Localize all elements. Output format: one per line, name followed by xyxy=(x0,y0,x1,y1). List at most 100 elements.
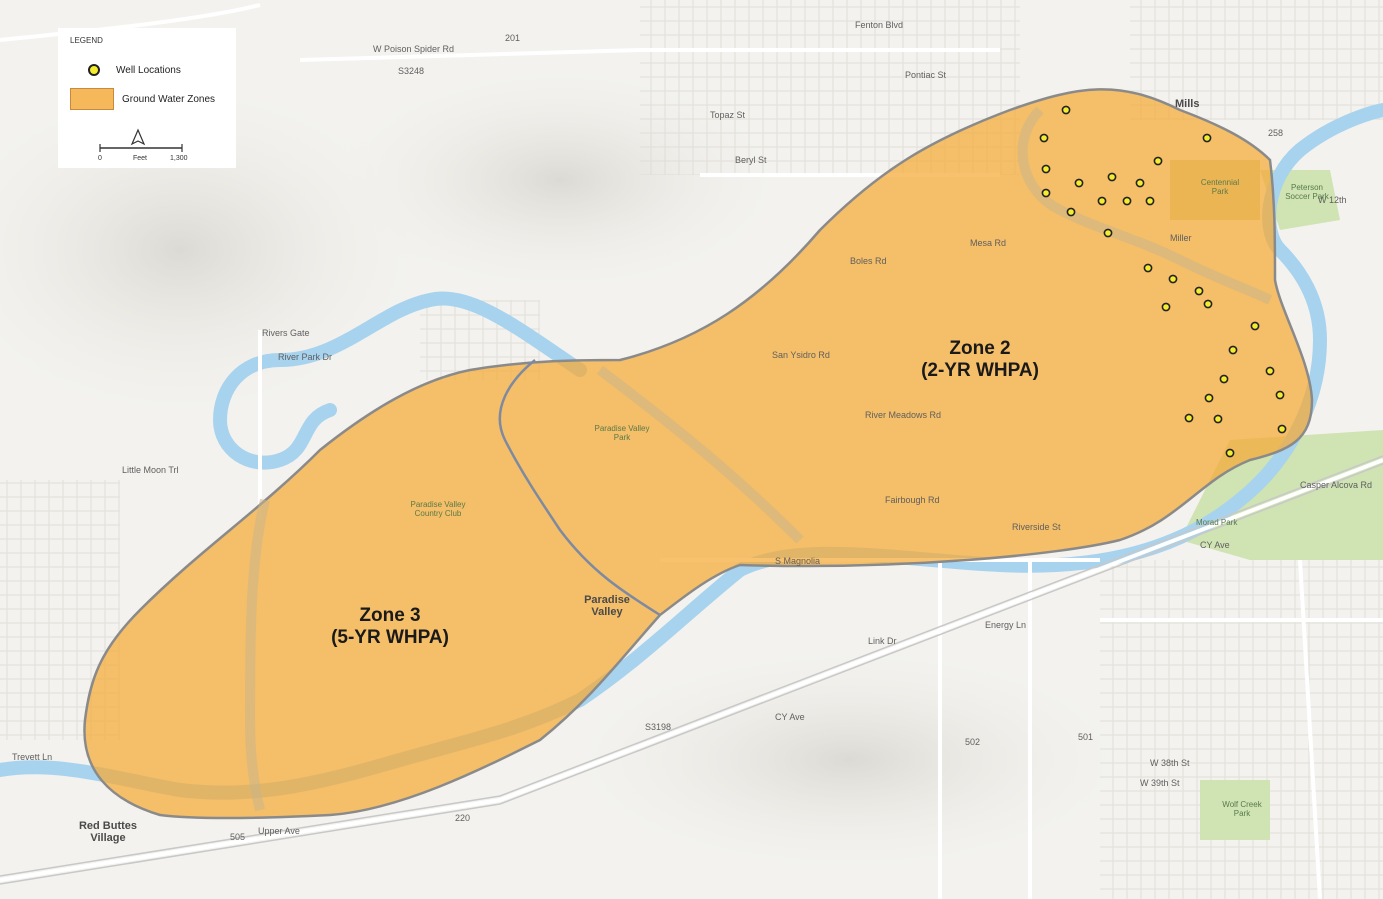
road-label: W Poison Spider Rd xyxy=(373,44,455,54)
road-label: Pontiac St xyxy=(905,70,947,80)
road-label: CY Ave xyxy=(1200,540,1230,550)
well-marker[interactable] xyxy=(1061,105,1071,115)
road-label: 258 xyxy=(1268,128,1284,138)
park-label: Peterson Soccer Park xyxy=(1285,183,1329,201)
zone-2-label: Zone 2 (2-YR WHPA) xyxy=(900,338,1060,382)
park-area xyxy=(1200,780,1270,840)
scale-unit: Feet xyxy=(133,155,147,162)
zone-boundary-line xyxy=(498,359,661,617)
scale-min: 0 xyxy=(98,155,102,162)
road-label: Topaz St xyxy=(710,110,746,120)
well-marker[interactable] xyxy=(1066,207,1076,217)
well-marker[interactable] xyxy=(1143,263,1153,273)
road-label: Riverside St xyxy=(1012,522,1061,532)
road-label: Fenton Blvd xyxy=(855,20,904,30)
well-marker[interactable] xyxy=(1225,448,1235,458)
place-label-red-buttes: Red Buttes Village xyxy=(78,820,138,844)
well-marker[interactable] xyxy=(1153,156,1163,166)
road-label: 502 xyxy=(965,737,981,747)
road-label: Energy Ln xyxy=(985,620,1027,630)
road-label: Upper Ave xyxy=(258,826,300,836)
wells-layer xyxy=(1039,105,1287,458)
park-label: Centennial Park xyxy=(1200,178,1240,196)
well-marker[interactable] xyxy=(1203,299,1213,309)
road-label: S3248 xyxy=(398,66,425,76)
zone-symbol-icon xyxy=(70,88,114,110)
well-marker[interactable] xyxy=(1041,164,1051,174)
zone-3-desc: (5-YR WHPA) xyxy=(331,627,449,648)
road-label: Link Dr xyxy=(868,636,897,646)
road-label: 220 xyxy=(455,813,471,823)
road-label: S Magnolia xyxy=(775,556,821,566)
road-label: River Park Dr xyxy=(278,352,333,362)
road-label: CY Ave xyxy=(775,712,805,722)
road-label: 201 xyxy=(505,33,521,43)
river-loop xyxy=(212,291,587,470)
well-marker[interactable] xyxy=(1194,286,1204,296)
road-label: Rivers Gate xyxy=(262,328,310,338)
well-marker[interactable] xyxy=(1135,178,1145,188)
zone-2-desc: (2-YR WHPA) xyxy=(921,360,1039,381)
legend-row-wells: Well Locations xyxy=(70,64,181,76)
well-marker[interactable] xyxy=(1277,424,1287,434)
road-label: Trevett Ln xyxy=(12,752,53,762)
terrain-hills xyxy=(550,640,1150,880)
road-label: W 39th St xyxy=(1140,778,1180,788)
well-marker[interactable] xyxy=(1228,345,1238,355)
well-marker[interactable] xyxy=(1039,133,1049,143)
well-marker[interactable] xyxy=(1202,133,1212,143)
well-marker[interactable] xyxy=(1265,366,1275,376)
well-marker[interactable] xyxy=(1219,374,1229,384)
zone-3-label: Zone 3 (5-YR WHPA) xyxy=(310,605,470,649)
road-label: Little Moon Trl xyxy=(122,465,179,475)
well-marker[interactable] xyxy=(1161,302,1171,312)
well-marker[interactable] xyxy=(1097,196,1107,206)
well-marker[interactable] xyxy=(1250,321,1260,331)
park-label: Paradise Valley Park xyxy=(594,424,650,442)
well-marker[interactable] xyxy=(1107,172,1117,182)
scale-max: 1,300 xyxy=(170,155,188,162)
well-symbol-icon xyxy=(88,64,100,76)
place-label-mills: Mills xyxy=(1175,98,1200,110)
well-marker[interactable] xyxy=(1122,196,1132,206)
well-marker[interactable] xyxy=(1168,274,1178,284)
well-marker[interactable] xyxy=(1213,414,1223,424)
urban-area xyxy=(1100,560,1383,899)
road-label: San Ysidro Rd xyxy=(772,350,830,360)
well-marker[interactable] xyxy=(1204,393,1214,403)
park-label: Morad Park xyxy=(1196,518,1238,527)
well-marker[interactable] xyxy=(1103,228,1113,238)
place-label-miller: Miller xyxy=(1170,233,1192,243)
scale-bar: 0 Feet 1,300 xyxy=(98,128,188,162)
road-casing xyxy=(0,455,1383,885)
river-channel xyxy=(596,366,804,544)
road-label: W 38th St xyxy=(1150,758,1190,768)
road-label: Mesa Rd xyxy=(970,238,1007,248)
river-channel xyxy=(244,498,270,812)
road-network xyxy=(0,3,1383,899)
well-marker[interactable] xyxy=(1184,413,1194,423)
centennial-park-area xyxy=(1170,160,1260,220)
legend-row-zones: Ground Water Zones xyxy=(70,88,215,110)
legend-zones-label: Ground Water Zones xyxy=(122,93,216,105)
place-label-paradise-valley: Paradise Valley xyxy=(584,594,630,618)
road-label: Casper Alcova Rd xyxy=(1300,480,1373,490)
urban-area xyxy=(1130,0,1383,120)
road-label: Boles Rd xyxy=(850,256,887,266)
well-marker[interactable] xyxy=(1074,178,1084,188)
north-arrow-icon xyxy=(130,128,146,146)
well-marker[interactable] xyxy=(1275,390,1285,400)
well-marker[interactable] xyxy=(1145,196,1155,206)
legend-title: LEGEND xyxy=(70,36,103,45)
park-label: Paradise Valley Country Club xyxy=(410,500,466,518)
well-marker[interactable] xyxy=(1041,188,1051,198)
road-label: 501 xyxy=(1078,732,1094,742)
road-label: Fairbough Rd xyxy=(885,495,940,505)
road-label: W 12th xyxy=(1318,195,1347,205)
road-label: River Meadows Rd xyxy=(865,410,942,420)
road-label: S3198 xyxy=(645,722,672,732)
legend-wells-label: Well Locations xyxy=(116,64,181,76)
park-label: Wolf Creek Park xyxy=(1222,800,1262,818)
